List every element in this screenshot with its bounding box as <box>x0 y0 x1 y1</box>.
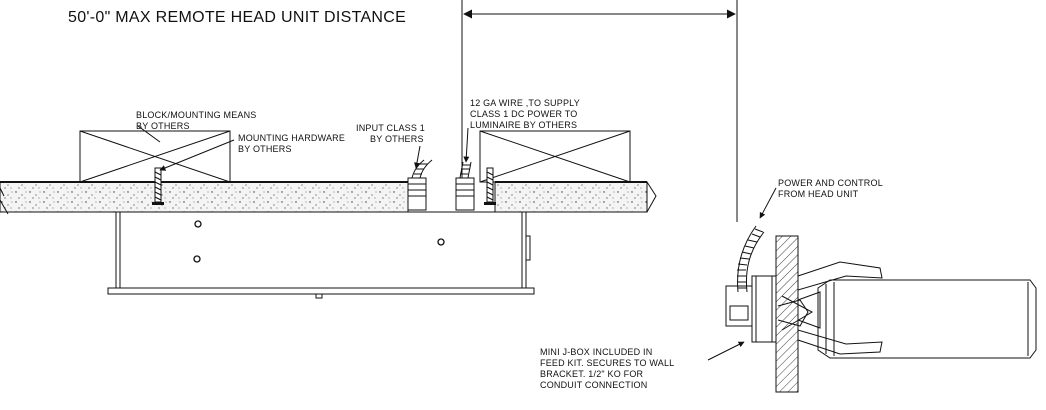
mounting-block-right <box>479 130 631 183</box>
distance-dimension <box>461 0 738 222</box>
leader-mini-jbox <box>707 341 745 361</box>
label-block-mounting: BLOCK/MOUNTING MEANS BY OTHERS <box>136 110 259 131</box>
label-mini-jbox: MINI J-BOX INCLUDED IN FEED KIT. SECURES… <box>540 347 677 390</box>
label-mounting-hardware: MOUNTING HARDWARE BY OTHERS <box>238 133 348 154</box>
mini-jbox <box>725 275 777 343</box>
leader-hardware <box>159 139 235 171</box>
ceiling-slab <box>0 181 657 215</box>
mounting-screw-left <box>152 167 164 205</box>
label-power-control: POWER AND CONTROL FROM HEAD UNIT <box>778 178 885 199</box>
luminaire-housing <box>107 211 535 299</box>
leader-wire <box>463 127 470 163</box>
leader-power-control <box>759 187 777 219</box>
flexible-conduit <box>737 225 765 293</box>
mounting-screw-right <box>484 167 496 205</box>
wall-section <box>775 235 799 393</box>
conduit-fitting-left <box>407 159 433 211</box>
diagram-title: 50'-0" MAX REMOTE HEAD UNIT DISTANCE <box>68 9 406 26</box>
wall-bracket <box>797 261 883 355</box>
leader-block <box>137 125 161 143</box>
label-input-class: INPUT CLASS 1 BY OTHERS <box>356 123 428 144</box>
leader-input <box>414 145 421 169</box>
remote-luminaire <box>777 279 1037 359</box>
conduit-fitting-right <box>455 161 475 211</box>
label-12ga-wire: 12 GA WIRE ,TO SUPPLY CLASS 1 DC POWER T… <box>470 98 582 130</box>
